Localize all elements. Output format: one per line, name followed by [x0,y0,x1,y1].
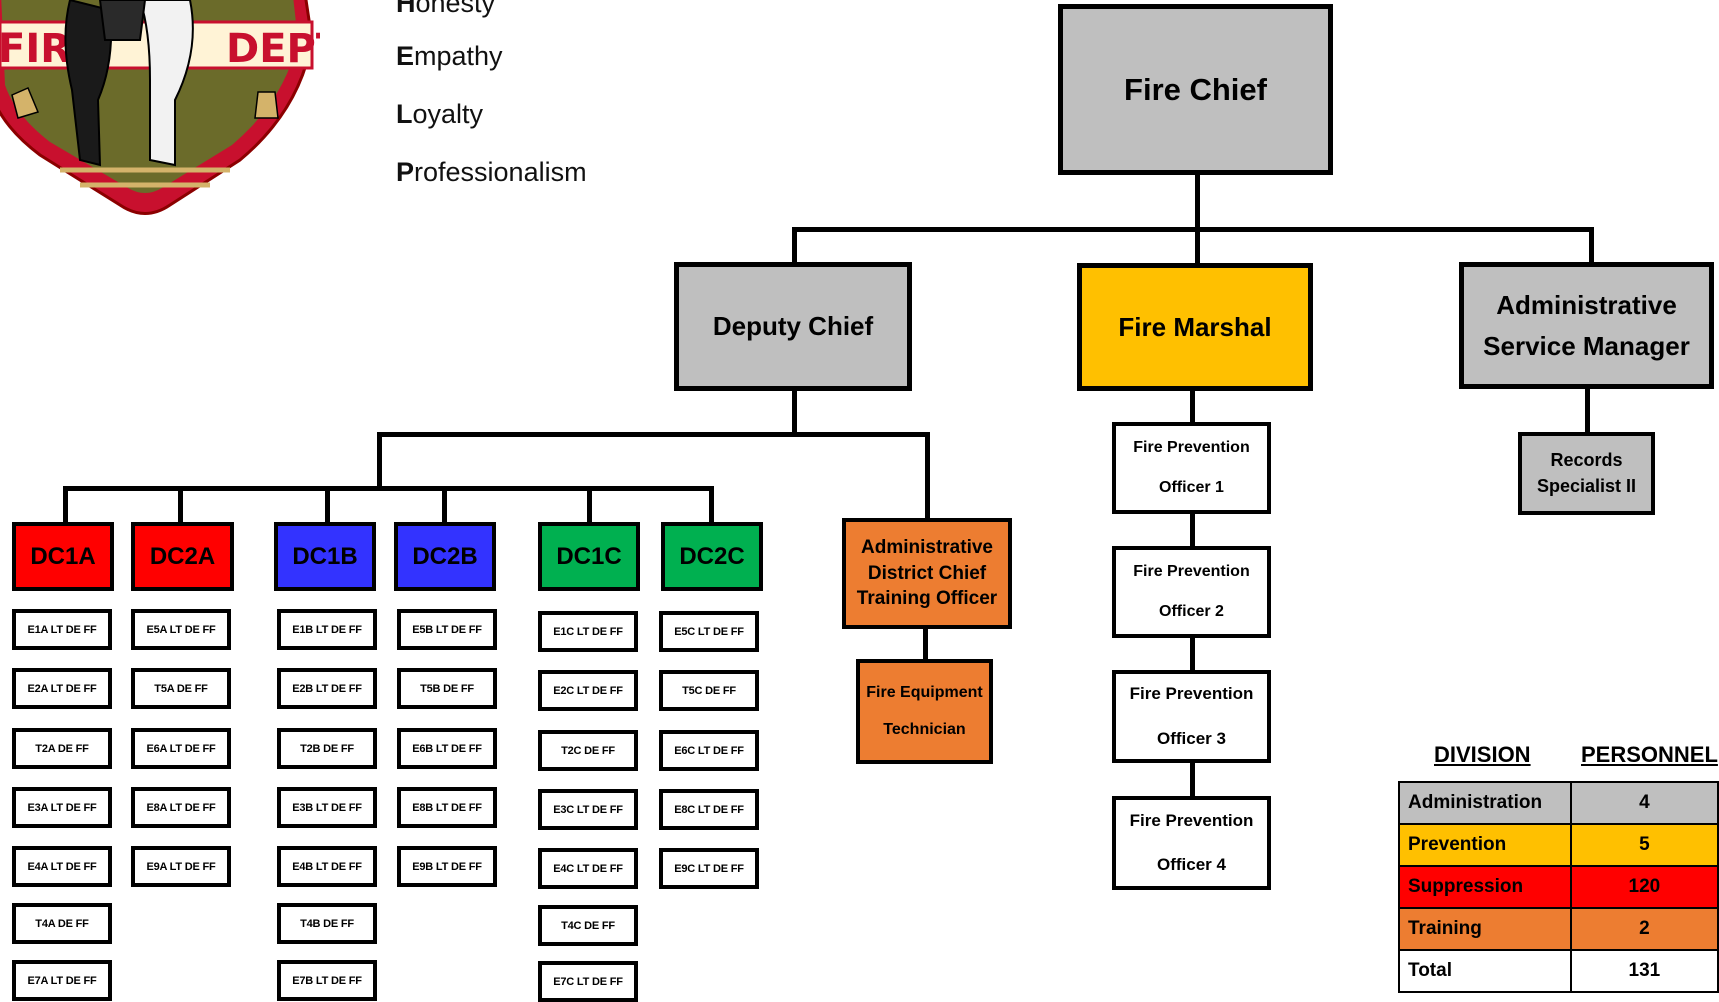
division-cell: Suppression [1398,865,1572,909]
connector-prevention-3-4 [1190,760,1195,798]
svg-text:DEPT: DEPT [226,26,320,72]
division-header: DIVISION [1434,742,1531,767]
district-dc1c-box: DC1C [538,522,640,591]
unit-box: E3C LT DE FF [538,789,638,830]
connector-to-dc-bar [377,432,382,490]
connector-to-deputy [792,227,797,264]
unit-box: T2A DE FF [12,728,112,769]
fire-dept-logo: FIRE DEPT [0,0,320,215]
unit-box: T2C DE FF [538,730,638,771]
personnel-cell: 5 [1569,823,1719,867]
table-row: Training 2 [1398,907,1719,951]
unit-box: E9A LT DE FF [131,846,231,887]
connector-dc1a [63,486,68,524]
unit-box: E8B LT DE FF [397,787,497,828]
table-row: Total 131 [1398,949,1719,993]
unit-box: E6B LT DE FF [397,728,497,769]
connector-marshal-prevention [1190,388,1195,424]
connector-training-equipment [923,624,928,662]
connector-prevention-1-2 [1190,511,1195,548]
unit-box: E4A LT DE FF [12,846,112,887]
records-specialist-box: Records Specialist II [1518,432,1655,515]
personnel-cell: 131 [1569,949,1719,993]
connector-dc-bar [63,486,714,491]
unit-box: E3A LT DE FF [12,787,112,828]
connector-to-asm [1589,227,1594,264]
connector-deputy-down [792,391,797,436]
unit-box: E6C LT DE FF [659,730,759,771]
personnel-cell: 2 [1569,907,1719,951]
personnel-cell: 4 [1569,781,1719,825]
unit-box: E5A LT DE FF [131,609,231,650]
unit-box: E2A LT DE FF [12,668,112,709]
motto-honesty: Honesty [396,0,496,18]
connector-dc2c [709,486,714,524]
motto-loyalty: Loyalty [396,99,484,129]
division-cell: Administration [1398,781,1572,825]
connector-prevention-2-3 [1190,634,1195,672]
district-dc1b-box: DC1B [274,522,376,591]
fire-chief-box: Fire Chief [1058,4,1333,175]
division-cell: Training [1398,907,1572,951]
division-cell: Total [1398,949,1572,993]
unit-box: E9C LT DE FF [659,848,759,889]
connector-to-marshal [1195,227,1200,266]
district-dc1a-box: DC1A [12,522,114,591]
unit-box: E4B LT DE FF [277,846,377,887]
unit-box: E6A LT DE FF [131,728,231,769]
unit-box: E7C LT DE FF [538,961,638,1002]
unit-box: T4C DE FF [538,905,638,946]
fire-prevention-officer-2-box: Fire Prevention Officer 2 [1112,546,1271,638]
unit-box: T2B DE FF [277,728,377,769]
fire-prevention-officer-4-box: Fire Prevention Officer 4 [1112,796,1271,890]
unit-box: E8A LT DE FF [131,787,231,828]
unit-box: E7B LT DE FF [277,960,377,1001]
connector-chief-down [1195,174,1200,230]
division-personnel-table: Administration 4 Prevention 5 Suppressio… [1398,781,1719,993]
unit-box: T4B DE FF [277,903,377,944]
connector-asm-records [1585,388,1590,434]
table-row: Administration 4 [1398,781,1719,825]
fire-prevention-officer-3-box: Fire Prevention Officer 3 [1112,670,1271,763]
unit-box: E2C LT DE FF [538,670,638,711]
connector-top-bar [792,227,1594,232]
fire-equipment-technician-box: Fire Equipment Technician [856,659,993,764]
unit-box: T5A DE FF [131,668,231,709]
motto-professionalism: Professionalism [396,157,587,187]
table-row: Prevention 5 [1398,823,1719,867]
unit-box: E1B LT DE FF [277,609,377,650]
unit-box: E4C LT DE FF [538,848,638,889]
motto-empathy: Empathy [396,41,503,71]
district-dc2b-box: DC2B [394,522,496,591]
deputy-chief-box: Deputy Chief [674,262,912,391]
district-dc2c-box: DC2C [661,522,763,591]
personnel-cell: 120 [1569,865,1719,909]
unit-box: E5B LT DE FF [397,609,497,650]
unit-box: E8C LT DE FF [659,789,759,830]
unit-box: E5C LT DE FF [659,611,759,652]
district-dc2a-box: DC2A [131,522,234,591]
unit-box: T5B DE FF [397,668,497,709]
training-officer-box: Administrative District Chief Training O… [842,518,1012,629]
unit-box: T4A DE FF [12,903,112,944]
fire-prevention-officer-1-box: Fire Prevention Officer 1 [1112,422,1271,514]
division-cell: Prevention [1398,823,1572,867]
unit-box: E9B LT DE FF [397,846,497,887]
administrative-service-manager-box: Administrative Service Manager [1459,262,1714,389]
unit-box: E1C LT DE FF [538,611,638,652]
unit-box: E1A LT DE FF [12,609,112,650]
unit-box: E7A LT DE FF [12,960,112,1001]
connector-dc1c [587,486,592,524]
connector-dc2b [442,486,447,524]
unit-box: E2B LT DE FF [277,668,377,709]
personnel-header: PERSONNEL [1581,742,1718,767]
connector-dc2a [178,486,183,524]
unit-box: E3B LT DE FF [277,787,377,828]
fire-marshal-box: Fire Marshal [1077,263,1313,391]
table-row: Suppression 120 [1398,865,1719,909]
connector-deputy-bar [377,432,930,437]
connector-dc1b [325,486,330,524]
unit-box: T5C DE FF [659,670,759,711]
connector-to-training [925,432,930,520]
